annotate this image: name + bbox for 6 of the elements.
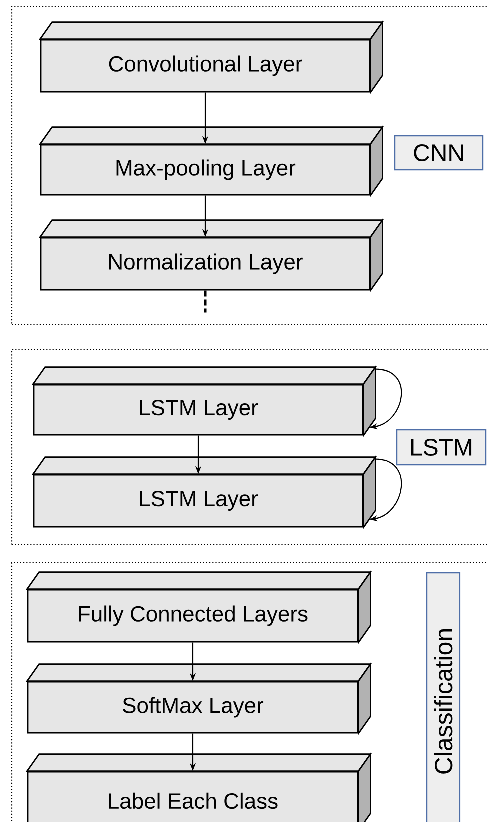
section-label: Classification — [426, 572, 461, 822]
section-label: CNN — [394, 135, 484, 171]
section-label: LSTM — [396, 429, 487, 466]
panel-frame — [11, 6, 488, 326]
panel-frame — [11, 562, 488, 822]
panel-frame — [11, 349, 488, 546]
